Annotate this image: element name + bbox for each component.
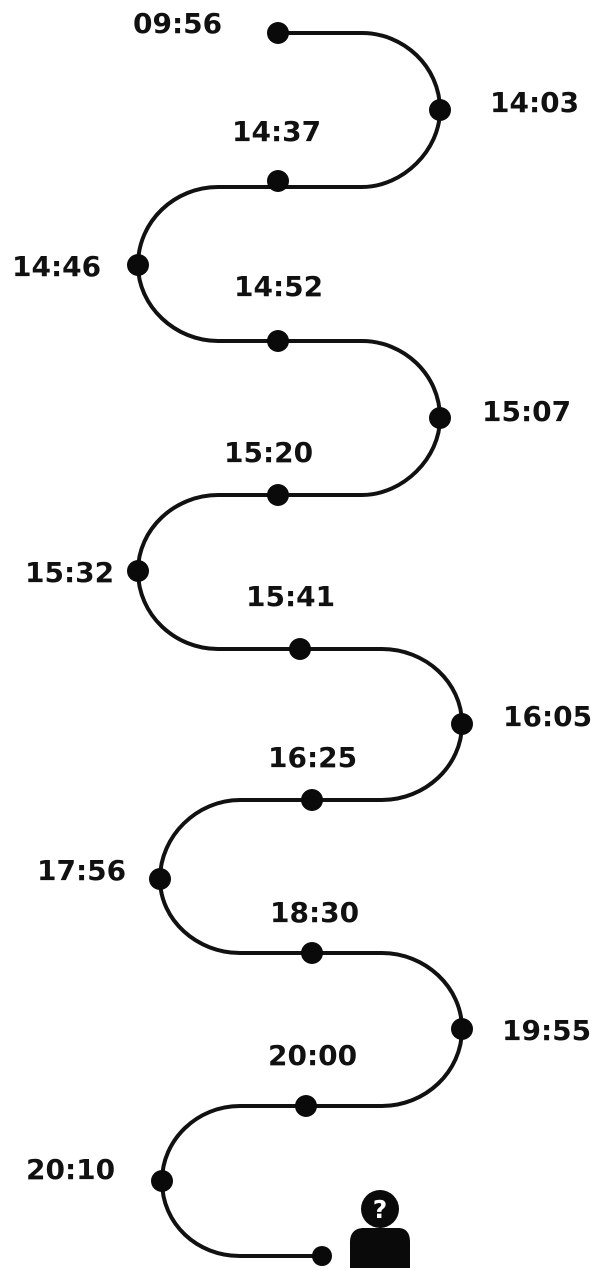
- timeline-dot: [451, 1018, 473, 1040]
- timeline-dot: [429, 407, 451, 429]
- timeline-dot: [267, 330, 289, 352]
- timeline-dot: [301, 942, 323, 964]
- time-label: 14:37: [232, 115, 321, 148]
- time-label: 15:32: [25, 556, 114, 589]
- timeline-dot: [127, 254, 149, 276]
- timeline-labels: 09:56 14:03 14:37 14:46 14:52 15:07 15:20 15:32…: [12, 7, 592, 1186]
- time-label: 19:55: [502, 1014, 591, 1047]
- time-label: 17:56: [37, 854, 126, 887]
- timeline-dot: [127, 560, 149, 582]
- person-head: [361, 1190, 399, 1228]
- timeline-dot: [295, 1095, 317, 1117]
- time-label: 14:52: [234, 270, 323, 303]
- timeline-dot: [451, 713, 473, 735]
- time-label: 15:41: [246, 580, 335, 613]
- time-label: 15:07: [482, 395, 571, 428]
- time-label: 18:30: [270, 896, 359, 929]
- time-label: 16:05: [503, 700, 592, 733]
- timeline-end-dot: [312, 1246, 332, 1266]
- timeline-dot: [149, 868, 171, 890]
- timeline-dot: [267, 170, 289, 192]
- timeline-dots: [127, 22, 473, 1266]
- time-label: 14:46: [12, 250, 101, 283]
- person-question-icon: ?: [350, 1190, 410, 1268]
- time-label: 20:10: [26, 1153, 115, 1186]
- time-label: 15:20: [224, 436, 313, 469]
- timeline-dot: [151, 1170, 173, 1192]
- time-label: 16:25: [268, 741, 357, 774]
- timeline-dot: [267, 22, 289, 44]
- timeline-dot: [301, 789, 323, 811]
- time-label: 09:56: [133, 7, 222, 40]
- time-label: 14:03: [490, 86, 579, 119]
- timeline-dot: [429, 99, 451, 121]
- timeline-dot: [267, 484, 289, 506]
- time-label: 20:00: [268, 1039, 357, 1072]
- question-mark: ?: [373, 1195, 388, 1224]
- person-body: [350, 1228, 410, 1268]
- timeline-dot: [289, 638, 311, 660]
